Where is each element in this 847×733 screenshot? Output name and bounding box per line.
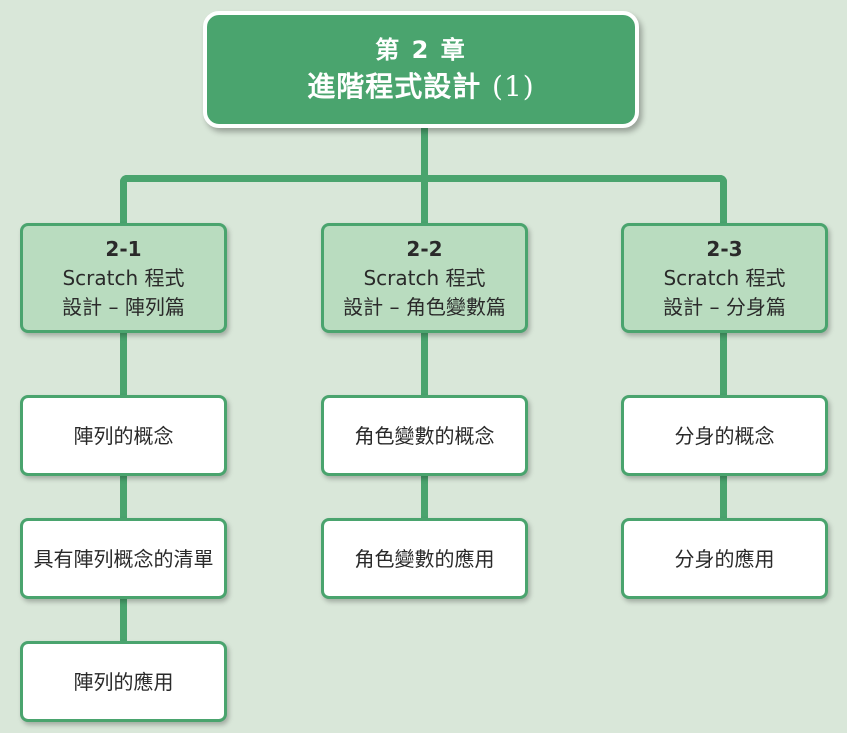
topic-box: 陣列的應用: [20, 641, 227, 722]
section-box-2-1: 2-1 Scratch 程式 設計 – 陣列篇: [20, 223, 227, 333]
topic-box: 具有陣列概念的清單: [20, 518, 227, 599]
topic-box: 分身的應用: [621, 518, 828, 599]
chapter-title-suffix: (1): [492, 69, 535, 103]
section-title-line1: Scratch 程式: [663, 265, 786, 290]
topic-label: 陣列的應用: [73, 669, 174, 694]
topic-label: 具有陣列概念的清單: [33, 546, 214, 571]
section-box-2-3: 2-3 Scratch 程式 設計 – 分身篇: [621, 223, 828, 333]
connector-horizontal: [120, 175, 727, 182]
connector-to-section-3: [720, 175, 727, 230]
connector-to-section-1: [120, 175, 127, 230]
section-title-line2: 設計 – 角色變數篇: [343, 294, 506, 319]
topic-box: 角色變數的概念: [321, 395, 528, 476]
section-title-line2: 設計 – 分身篇: [663, 294, 786, 319]
chapter-title-box: 第 2 章 進階程式設計 (1): [203, 11, 639, 128]
section-number: 2-3: [706, 236, 743, 261]
chapter-title: 進階程式設計 (1): [307, 67, 534, 107]
section-title-line2: 設計 – 陣列篇: [62, 294, 185, 319]
topic-label: 角色變數的概念: [354, 423, 495, 448]
topic-box: 分身的概念: [621, 395, 828, 476]
topic-label: 角色變數的應用: [354, 546, 495, 571]
topic-box: 陣列的概念: [20, 395, 227, 476]
connector-col-1: [120, 330, 127, 645]
section-title-line1: Scratch 程式: [363, 265, 486, 290]
chapter-number: 第 2 章: [375, 35, 467, 64]
section-title-line1: Scratch 程式: [62, 265, 185, 290]
topic-label: 分身的應用: [674, 546, 775, 571]
section-number: 2-1: [105, 236, 142, 261]
topic-box: 角色變數的應用: [321, 518, 528, 599]
section-box-2-2: 2-2 Scratch 程式 設計 – 角色變數篇: [321, 223, 528, 333]
topic-label: 分身的概念: [674, 423, 775, 448]
topic-label: 陣列的概念: [73, 423, 174, 448]
chapter-title-text: 進階程式設計: [307, 69, 482, 103]
section-number: 2-2: [406, 236, 443, 261]
